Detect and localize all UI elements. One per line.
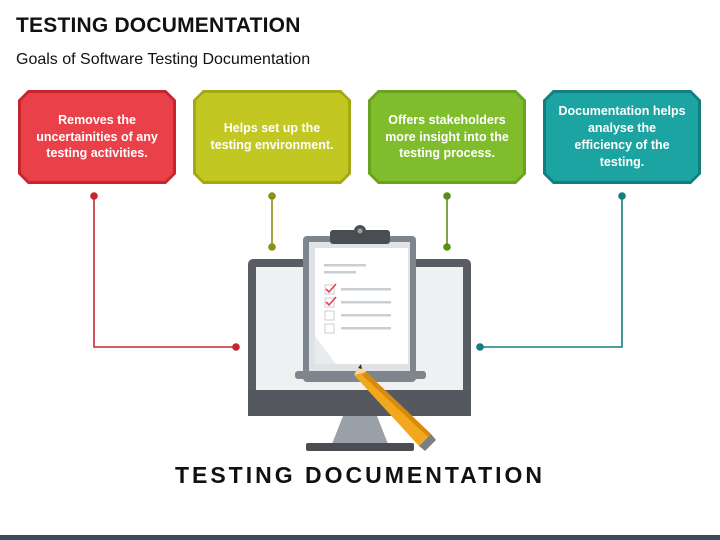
footer-bar bbox=[0, 535, 720, 540]
goal-text-1: Removes the uncertainities of any testin… bbox=[21, 93, 173, 181]
connector-3 bbox=[443, 192, 451, 251]
goal-text-3: Offers stakeholders more insight into th… bbox=[371, 93, 523, 181]
goal-box-3: Offers stakeholders more insight into th… bbox=[368, 90, 526, 184]
pencil-icon bbox=[354, 364, 436, 451]
slide-title: TESTING DOCUMENTATION bbox=[16, 14, 301, 37]
clipboard-icon bbox=[295, 225, 426, 382]
center-label: TESTING DOCUMENTATION bbox=[174, 462, 546, 488]
connector-4 bbox=[476, 192, 626, 351]
connector-2 bbox=[268, 192, 276, 251]
connector-1 bbox=[90, 192, 240, 351]
goal-box-1: Removes the uncertainities of any testin… bbox=[18, 90, 176, 184]
goal-box-4: Documentation helps analyse the efficien… bbox=[543, 90, 701, 184]
goal-text-4: Documentation helps analyse the efficien… bbox=[546, 93, 698, 181]
goal-box-2: Helps set up the testing environment. bbox=[193, 90, 351, 184]
goal-text-2: Helps set up the testing environment. bbox=[196, 93, 348, 181]
slide-subtitle: Goals of Software Testing Documentation bbox=[16, 51, 311, 68]
